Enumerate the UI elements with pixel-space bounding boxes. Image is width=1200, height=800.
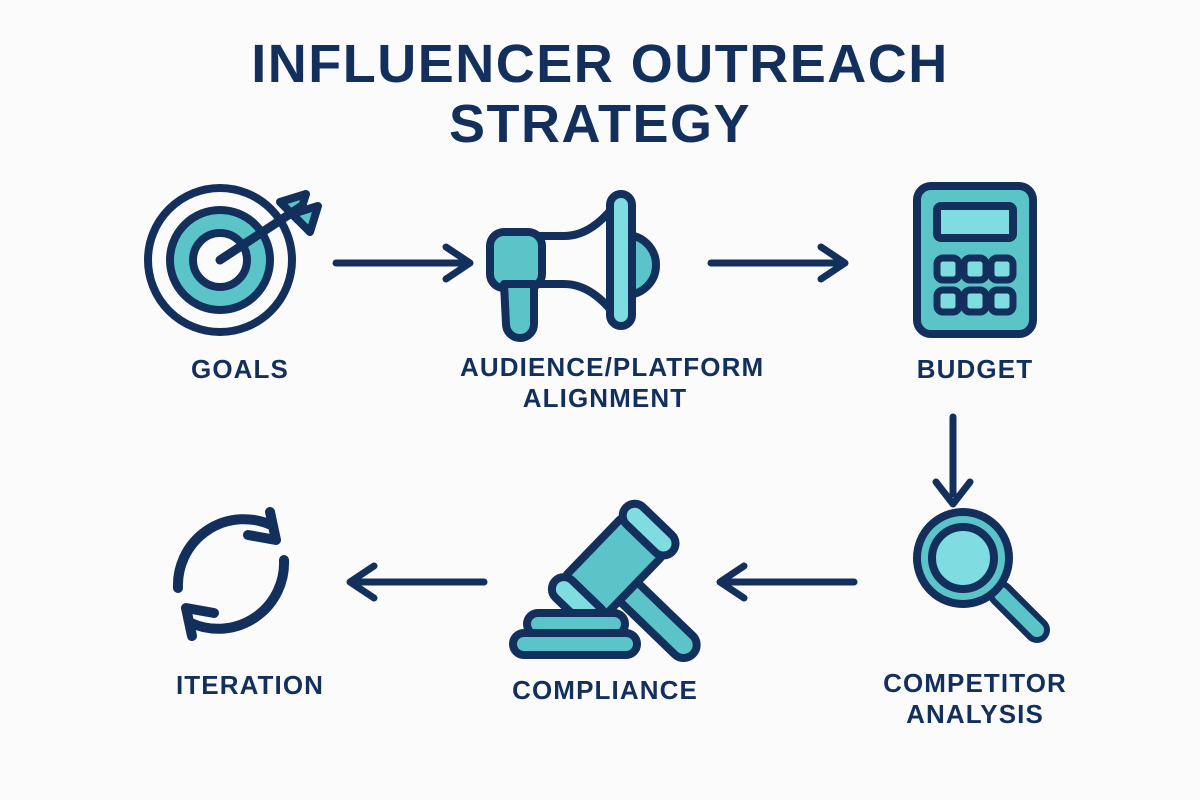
page-title-line-2: STRATEGY (448, 94, 751, 155)
arrow-competitor-to-compliance (700, 562, 860, 602)
step-budget[interactable]: BUDGET (855, 180, 1095, 385)
step-competitor-analysis-label: COMPETITOR ANALYSIS (883, 668, 1067, 729)
step-goals-label: GOALS (191, 354, 289, 384)
step-compliance[interactable]: COMPLIANCE (465, 499, 745, 706)
page-title-line-1: INFLUENCER OUTREACH (251, 34, 949, 94)
step-iteration-label: ITERATION (175, 670, 325, 700)
step-compliance-label: COMPLIANCE (512, 675, 698, 705)
megaphone-icon (460, 180, 750, 342)
calculator-icon (855, 180, 1095, 340)
page-title: INFLUENCER OUTREACH STRATEGY (0, 34, 1200, 155)
step-goals[interactable]: GOALS (110, 180, 370, 385)
gavel-icon (465, 499, 745, 665)
step-iteration[interactable]: ITERATION (120, 500, 380, 701)
step-audience-alignment-label: AUDIENCE/PLATFORM ALIGNMENT (460, 352, 765, 413)
magnifying-glass-icon (835, 508, 1115, 658)
arrow-compliance-to-iteration (330, 562, 490, 602)
step-competitor-analysis[interactable]: COMPETITOR ANALYSIS (835, 508, 1115, 729)
target-icon (110, 180, 370, 340)
refresh-cycle-icon (120, 500, 380, 660)
step-budget-label: BUDGET (916, 354, 1034, 384)
arrow-audience-to-budget (705, 243, 855, 283)
step-audience-alignment[interactable]: AUDIENCE/PLATFORM ALIGNMENT (460, 180, 765, 413)
arrow-goals-to-audience (330, 243, 480, 283)
arrow-budget-to-competitor (930, 412, 976, 512)
